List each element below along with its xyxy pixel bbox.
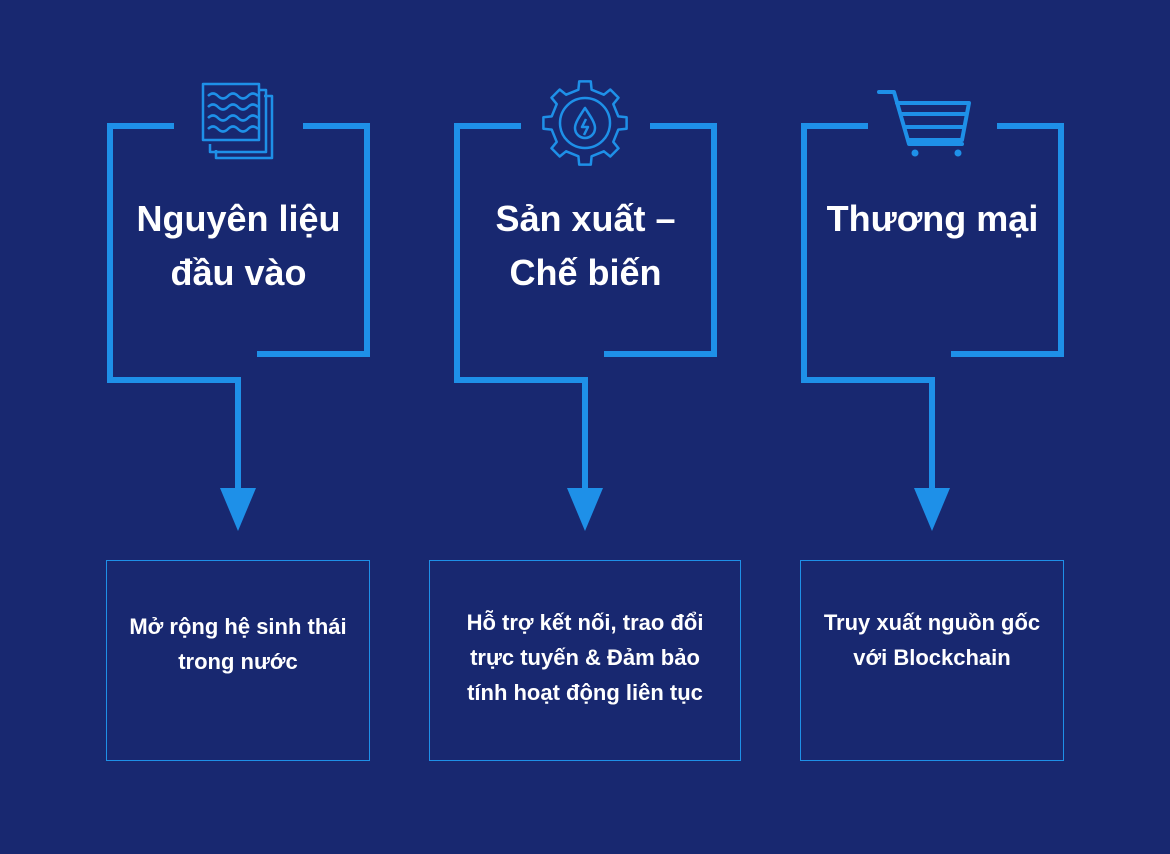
result-text-ket-noi: Hỗ trợ kết nối, trao đổi trực tuyến & Đả… <box>466 610 704 705</box>
result-text-he-sinh-thai: Mở rộng hệ sinh thái trong nước <box>129 614 347 674</box>
arrow-head-san-xuat <box>567 488 603 531</box>
layered-sheets-icon <box>201 82 274 160</box>
stage-title-nguyen-lieu: Nguyên liệu đầu vào <box>136 198 341 293</box>
result-text-blockchain: Truy xuất nguồn gốc với Blockchain <box>823 610 1041 670</box>
stage-frame-right-nguyen-lieu <box>257 123 370 357</box>
result-box-blockchain: Truy xuất nguồn gốc với Blockchain <box>800 560 1064 761</box>
stage-title-san-xuat: Sản xuất – Chế biến <box>495 198 676 293</box>
stage-frame-right-san-xuat <box>604 123 717 357</box>
arrow-head-nguyen-lieu <box>220 488 256 531</box>
stage-frame-thuong-mai <box>801 123 935 493</box>
shopping-cart-icon <box>877 90 971 157</box>
stage-frame-nguyen-lieu <box>107 123 241 493</box>
stage-title-thuong-mai: Thương mại <box>826 198 1039 239</box>
result-box-he-sinh-thai: Mở rộng hệ sinh thái trong nước <box>106 560 370 761</box>
stage-frame-san-xuat <box>454 123 588 493</box>
gear-drop-icon <box>542 80 628 166</box>
arrow-head-thuong-mai <box>914 488 950 531</box>
result-box-ket-noi: Hỗ trợ kết nối, trao đổi trực tuyến & Đả… <box>429 560 741 761</box>
stage-frame-right-thuong-mai <box>951 123 1064 357</box>
